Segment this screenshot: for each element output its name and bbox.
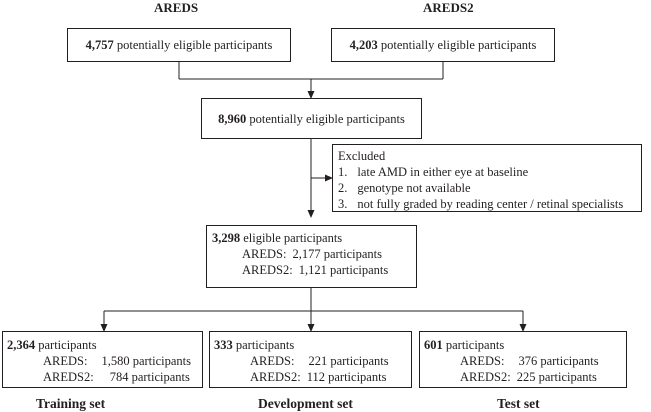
areds2-header: AREDS2: [423, 0, 474, 15]
test-set-label: Test set: [497, 396, 540, 411]
development-set-label: Development set: [258, 396, 353, 411]
training-text: participants: [38, 338, 97, 352]
development-areds2-row: AREDS2:112 participants: [250, 370, 387, 384]
development-box: 333 participants AREDS:221 participants …: [209, 331, 412, 388]
eligible-areds-row: AREDS:2,177 participants: [242, 247, 383, 261]
development-count: 333: [214, 338, 233, 352]
excluded-box: Excluded 1.late AMD in either eye at bas…: [332, 144, 642, 212]
development-areds-row: AREDS:221 participants: [250, 354, 389, 368]
areds-eligible-box: 4,757 potentially eligible participants: [67, 28, 291, 62]
training-areds-row: AREDS:1,580 participants: [43, 354, 192, 368]
development-text: participants: [235, 338, 295, 352]
test-areds-row: AREDS:376 participants: [460, 354, 599, 368]
areds-eligible-text: potentially eligible participants: [116, 38, 273, 52]
eligible-text: eligible participants: [243, 231, 343, 245]
combined-count: 8,960: [218, 111, 247, 126]
eligible-count: 3,298: [212, 231, 241, 245]
test-count: 601: [424, 338, 443, 352]
eligible-box: 3,298 eligible participants AREDS:2,177 …: [206, 225, 417, 288]
areds2-eligible-text: potentially eligible participants: [380, 38, 537, 52]
areds-eligible-count: 4,757: [85, 38, 114, 52]
areds2-eligible-count: 4,203: [349, 38, 378, 52]
excluded-item: 3.not fully graded by reading center / r…: [338, 197, 624, 211]
areds-header: AREDS: [154, 0, 199, 15]
excluded-title: Excluded: [338, 149, 386, 163]
areds2-eligible-box: 4,203 potentially eligible participants: [331, 28, 555, 62]
training-count: 2,364: [7, 338, 36, 352]
training-areds2-row: AREDS2:784 participants: [43, 370, 190, 384]
training-set-label: Training set: [36, 396, 106, 411]
test-text: participants: [445, 338, 505, 352]
combined-eligible-box: 8,960 potentially eligible participants: [201, 98, 422, 139]
excluded-item: 2.genotype not available: [338, 181, 471, 195]
test-box: 601 participants AREDS:376 participants …: [419, 331, 627, 388]
eligible-areds2-row: AREDS2:1,121 participants: [242, 263, 389, 277]
training-box: 2,364 participants AREDS:1,580 participa…: [2, 331, 203, 388]
test-areds2-row: AREDS2:225 participants: [460, 370, 597, 384]
combined-text: potentially eligible participants: [249, 111, 405, 126]
excluded-item: 1.late AMD in either eye at baseline: [338, 165, 529, 179]
